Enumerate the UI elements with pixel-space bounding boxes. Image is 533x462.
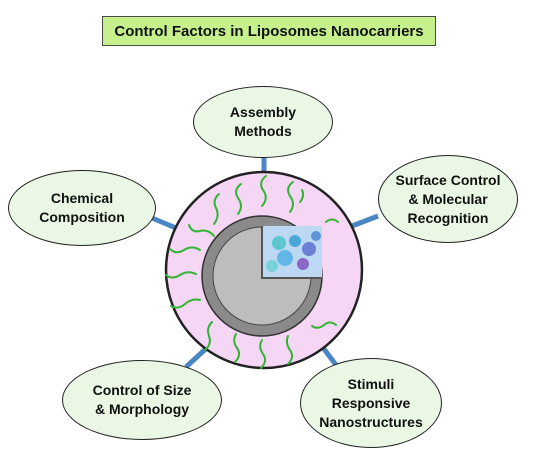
- diagram-title: Control Factors in Liposomes Nanocarrier…: [102, 16, 436, 46]
- node-assembly-methods: Assembly Methods: [193, 86, 333, 158]
- node-size-morphology: Control of Size & Morphology: [62, 360, 222, 440]
- node-surface-control: Surface Control & Molecular Recognition: [378, 155, 518, 243]
- node-stimuli-responsive-label: Stimuli Responsive Nanostructures: [319, 375, 423, 430]
- node-chemical-composition-label: Chemical Composition: [39, 190, 125, 225]
- node-size-morphology-label: Control of Size & Morphology: [92, 382, 192, 417]
- node-chemical-composition: Chemical Composition: [8, 170, 156, 246]
- connector-chemical: [151, 215, 177, 231]
- connector-surface: [351, 213, 379, 229]
- node-stimuli-responsive: Stimuli Responsive Nanostructures: [300, 358, 442, 448]
- liposome-illustration: [165, 175, 339, 369]
- node-assembly-methods-label: Assembly Methods: [229, 104, 297, 139]
- node-surface-control-label: Surface Control & Molecular Recognition: [395, 171, 501, 226]
